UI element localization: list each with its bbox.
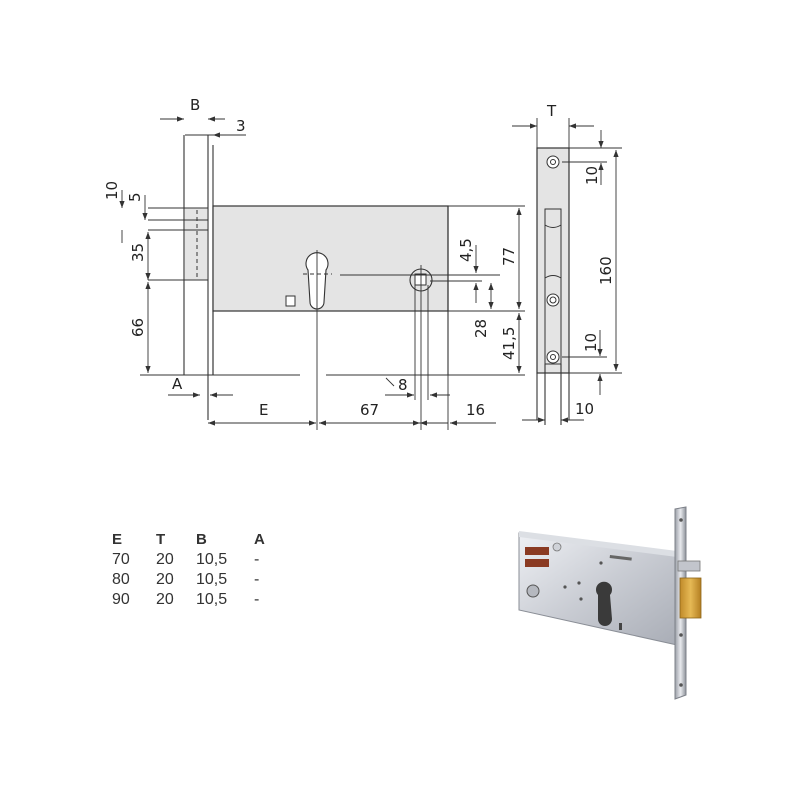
svg-text:41,5: 41,5 [500, 327, 518, 360]
svg-text:5: 5 [126, 192, 144, 202]
cell-a: - [254, 591, 260, 608]
mortise-lock-photo [518, 506, 702, 700]
svg-text:4,5: 4,5 [457, 238, 475, 262]
svg-text:67: 67 [360, 401, 379, 419]
svg-text:10: 10 [103, 181, 121, 200]
table-row: 80 20 10,5 - [112, 570, 284, 590]
cell-a: - [254, 571, 260, 588]
svg-text:10: 10 [582, 333, 600, 352]
svg-text:8: 8 [398, 376, 408, 394]
svg-text:77: 77 [500, 247, 518, 266]
header-b: B [196, 530, 207, 548]
svg-text:T: T [546, 102, 557, 120]
cell-e: 70 [112, 551, 130, 568]
table-row: 70 20 10,5 - [112, 550, 284, 570]
table-header-row: E T B A [112, 528, 284, 550]
svg-text:16: 16 [466, 401, 485, 419]
table-row: 90 20 10,5 - [112, 590, 284, 610]
cell-e: 80 [112, 571, 130, 588]
cell-b: 10,5 [196, 591, 228, 608]
header-e: E [112, 530, 123, 548]
spec-table: E T B A 70 20 10,5 - 80 20 10,5 - 90 20 … [112, 528, 284, 610]
svg-text:B: B [190, 96, 200, 114]
svg-text:3: 3 [236, 117, 246, 135]
svg-text:E: E [259, 401, 268, 419]
svg-text:66: 66 [129, 318, 147, 337]
technical-drawing: B 3 10 5 35 66 A E 67 16 8 [103, 96, 622, 430]
cell-t: 20 [156, 591, 174, 608]
dimensions-body-right: 77 41,5 4,5 28 [430, 205, 525, 373]
svg-text:A: A [172, 375, 183, 393]
svg-text:28: 28 [472, 319, 490, 338]
cell-b: 10,5 [196, 551, 228, 568]
cell-t: 20 [156, 551, 174, 568]
cell-e: 90 [112, 591, 130, 608]
cell-b: 10,5 [196, 571, 228, 588]
cell-t: 20 [156, 571, 174, 588]
svg-text:10: 10 [575, 400, 594, 418]
cell-a: - [254, 551, 260, 568]
side-view: T 10 160 10 10 [512, 102, 622, 425]
dimensions-left: B 3 10 5 35 66 A [103, 96, 246, 398]
header-a: A [254, 530, 265, 548]
svg-text:10: 10 [583, 166, 601, 185]
svg-text:35: 35 [129, 243, 147, 262]
front-view [140, 135, 525, 430]
svg-text:160: 160 [597, 256, 615, 285]
dimensions-bottom: E 67 16 8 [208, 375, 496, 430]
header-t: T [156, 530, 166, 548]
